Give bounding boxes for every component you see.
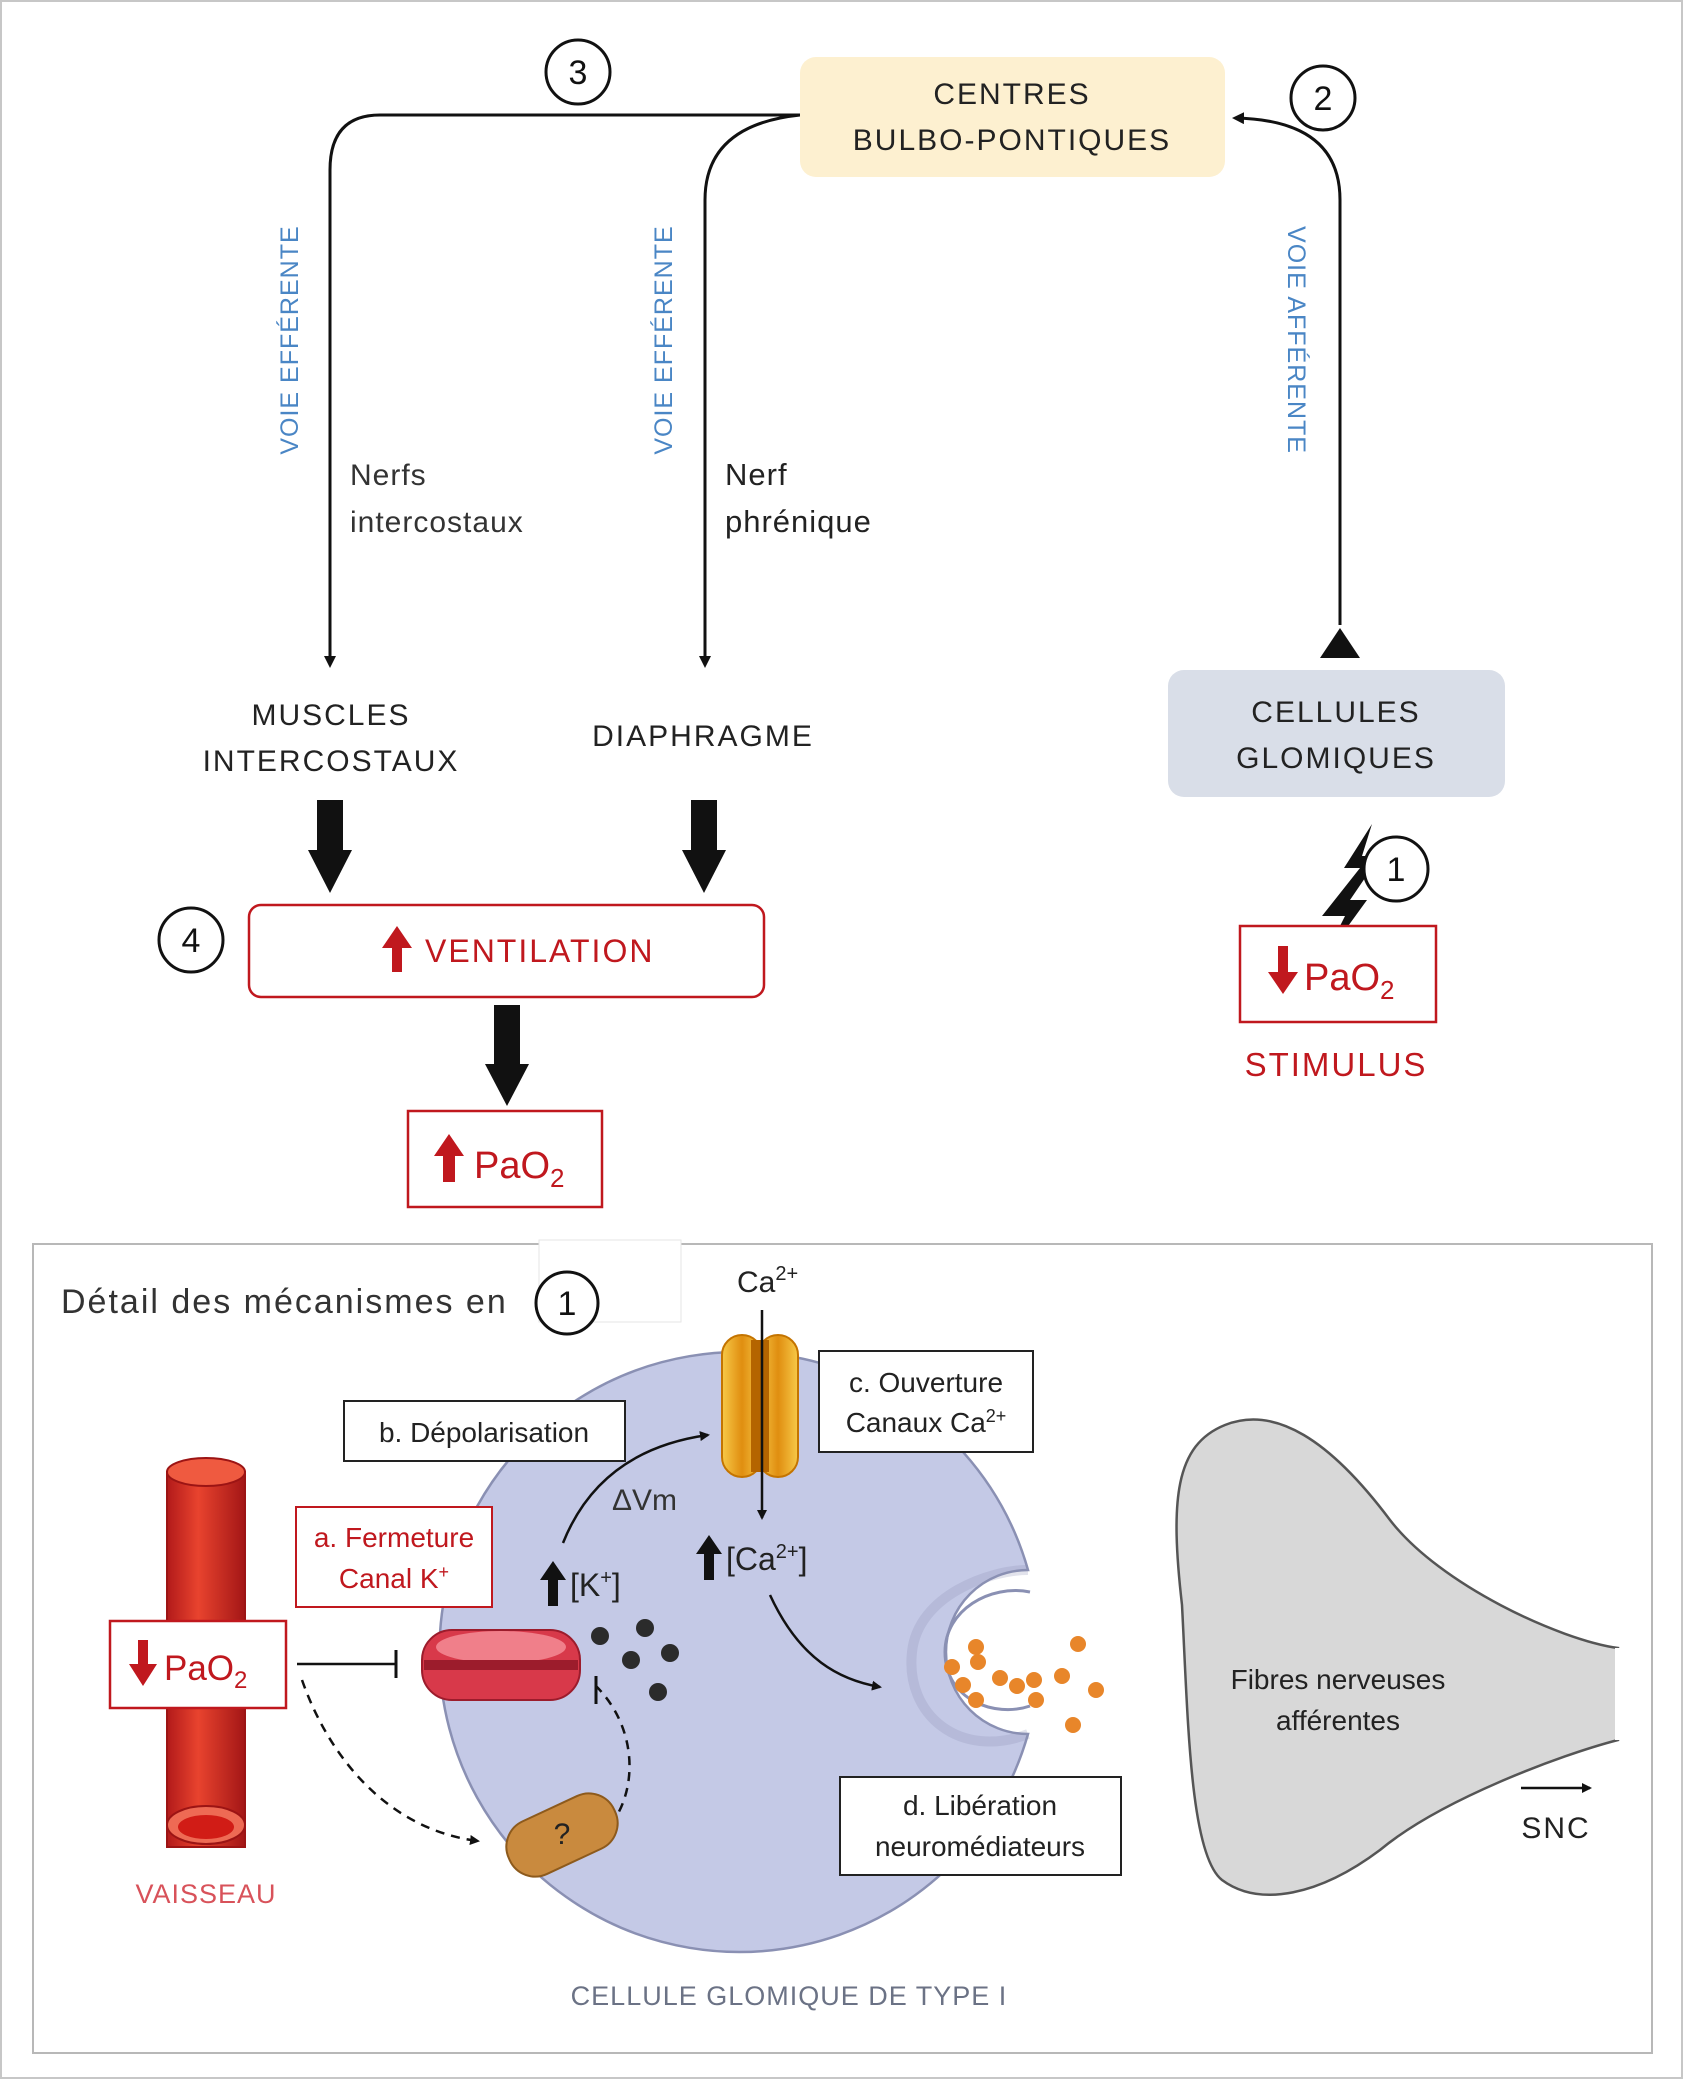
pao2-decrease-box <box>1238 924 1438 1024</box>
efferent-path-intercostal <box>324 113 800 668</box>
thick-arrows <box>308 800 726 1106</box>
label-d-line1: d. Libération <box>903 1790 1057 1821</box>
nerf-phrenique-line2: phrénique <box>725 504 872 539</box>
up-arrow-icon <box>696 1535 722 1580</box>
nerf-phrenique-line1: Nerf <box>725 457 788 492</box>
ventilation-label: VENTILATION <box>425 933 654 969</box>
step-1-badge: 1 <box>1362 835 1430 903</box>
ventilation-box <box>247 903 766 999</box>
afferent-path <box>1232 112 1342 625</box>
cellules-line2: GLOMIQUES <box>1236 742 1436 775</box>
pao2-increase-box <box>406 1109 604 1209</box>
potassium-ions <box>591 1619 679 1701</box>
potassium-channel <box>421 1629 581 1701</box>
stimulus-label: STIMULUS <box>1245 1046 1428 1083</box>
step-2-label: 2 <box>1314 80 1333 118</box>
detail-step-1-badge: 1 <box>534 1270 600 1336</box>
label-b-text: b. Dépolarisation <box>379 1417 589 1448</box>
afferent-fibre <box>1175 1418 1620 1896</box>
up-arrow-icon <box>434 1134 464 1182</box>
muscles-line1: MUSCLES <box>251 699 410 732</box>
unknown-sensor-label: ? <box>554 1818 571 1851</box>
label-d-line2: neuromédiateurs <box>875 1831 1085 1862</box>
exocytosis-arrow <box>768 1594 882 1691</box>
label-c-line1: c. Ouverture <box>849 1367 1003 1398</box>
neurotransmitter-dots <box>944 1636 1104 1733</box>
efferent-paths <box>324 112 1342 668</box>
snc-label: SNC <box>1521 1812 1590 1845</box>
nerfs-intercostaux-line1: Nerfs <box>350 459 427 492</box>
label-a-box <box>295 1506 493 1608</box>
label-c-line2: Canaux Ca2+ <box>846 1406 1007 1438</box>
thick-arrow-ventilation <box>485 1005 529 1106</box>
up-arrow-icon <box>382 926 412 972</box>
pao2-increase-label: PaO2 <box>474 1145 565 1193</box>
sensor-activation-path <box>300 1679 480 1845</box>
centres-line1: CENTRES <box>933 78 1090 111</box>
unknown-sensor <box>505 1792 619 1878</box>
fibres-line1: Fibres nerveuses <box>1231 1664 1446 1695</box>
ca-concentration-label: [Ca2+] <box>726 1541 808 1577</box>
up-arrow-icon <box>540 1561 566 1606</box>
voie-efferente-mid-label: VOIE EFFÉRENTE <box>649 225 678 454</box>
cellules-glomiques-box <box>1168 670 1505 797</box>
delta-vm-label: ΔVm <box>612 1484 677 1517</box>
cellules-line1: CELLULES <box>1251 696 1420 729</box>
down-arrow-icon <box>129 1640 157 1686</box>
vessel-label: VAISSEAU <box>135 1879 276 1909</box>
pao2-decrease-label: PaO2 <box>1304 957 1395 1005</box>
thick-arrow-muscles <box>308 800 352 893</box>
efferent-path-phrenic <box>699 113 801 668</box>
depolarization-arrow <box>561 1431 710 1544</box>
calcium-channel <box>721 1334 799 1478</box>
step-2-badge: 2 <box>1289 64 1357 132</box>
detail-title: Détail des mécanismes en <box>61 1283 508 1321</box>
label-d-box <box>839 1776 1122 1876</box>
cell-caption: CELLULE GLOMIQUE DE TYPE I <box>571 1981 1008 2011</box>
afferent-path-base <box>1320 628 1360 658</box>
vesicle-outline <box>943 1589 1031 1711</box>
diaphragme-label: DIAPHRAGME <box>592 720 814 753</box>
voie-efferente-left-label: VOIE EFFÉRENTE <box>275 225 304 454</box>
centres-line2: BULBO-PONTIQUES <box>853 124 1171 157</box>
label-b-box <box>343 1400 626 1462</box>
vessel-pao2-label: PaO2 <box>164 1649 247 1694</box>
muscles-line2: INTERCOSTAUX <box>203 745 460 778</box>
down-arrow-icon <box>1268 946 1298 994</box>
step-3-label: 3 <box>569 54 588 92</box>
nerfs-intercostaux-line2: intercostaux <box>350 506 524 539</box>
label-a-line2: Canal K+ <box>339 1562 449 1594</box>
thick-arrow-diaphragme <box>682 800 726 893</box>
fibres-line2: afférentes <box>1276 1705 1400 1736</box>
step-4-badge: 4 <box>157 906 225 974</box>
ca-top-label: Ca2+ <box>737 1263 798 1299</box>
step-3-badge: 3 <box>544 38 612 106</box>
voie-afferente-label: VOIE AFFÉRENTE <box>1282 226 1311 454</box>
label-c-box <box>818 1350 1034 1453</box>
centres-bulbo-pontiques-box <box>800 57 1225 177</box>
label-a-line1: a. Fermeture <box>314 1522 474 1553</box>
step-4-label: 4 <box>182 922 201 960</box>
k-concentration-label: [K+] <box>570 1567 621 1603</box>
detail-step-1-label: 1 <box>558 1285 577 1323</box>
step-1-label: 1 <box>1387 851 1406 889</box>
